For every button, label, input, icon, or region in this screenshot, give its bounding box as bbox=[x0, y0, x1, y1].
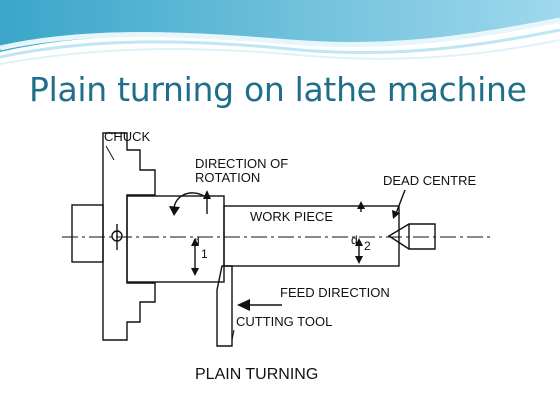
slide-title: Plain turning on lathe machine bbox=[29, 70, 527, 109]
d1-subscript: 1 bbox=[201, 247, 208, 261]
d1-label: d bbox=[193, 234, 200, 248]
d2-subscript: 2 bbox=[364, 239, 371, 253]
work-piece-reduced-section bbox=[223, 205, 400, 267]
diagram-caption: PLAIN TURNING bbox=[195, 366, 318, 383]
spindle-stub bbox=[71, 204, 104, 263]
header-wave-banner bbox=[0, 0, 560, 70]
chuck-label: CHUCK bbox=[104, 129, 151, 144]
arrowheads bbox=[169, 190, 400, 311]
work-piece-label: WORK PIECE bbox=[250, 209, 333, 224]
d2-label: d bbox=[351, 233, 358, 247]
direction-label-line1: DIRECTION OF bbox=[195, 156, 288, 171]
chuck-leader bbox=[105, 145, 115, 161]
chuck-body bbox=[102, 132, 156, 341]
direction-label-line2: ROTATION bbox=[195, 170, 260, 185]
dead-centre-label: DEAD CENTRE bbox=[383, 173, 477, 188]
feed-direction-label: FEED DIRECTION bbox=[280, 285, 390, 300]
dead-centre-leader bbox=[394, 189, 406, 217]
cutting-tool bbox=[216, 265, 233, 347]
cutting-tool-leader bbox=[231, 329, 235, 341]
cutting-tool-label: CUTTING TOOL bbox=[236, 314, 332, 329]
